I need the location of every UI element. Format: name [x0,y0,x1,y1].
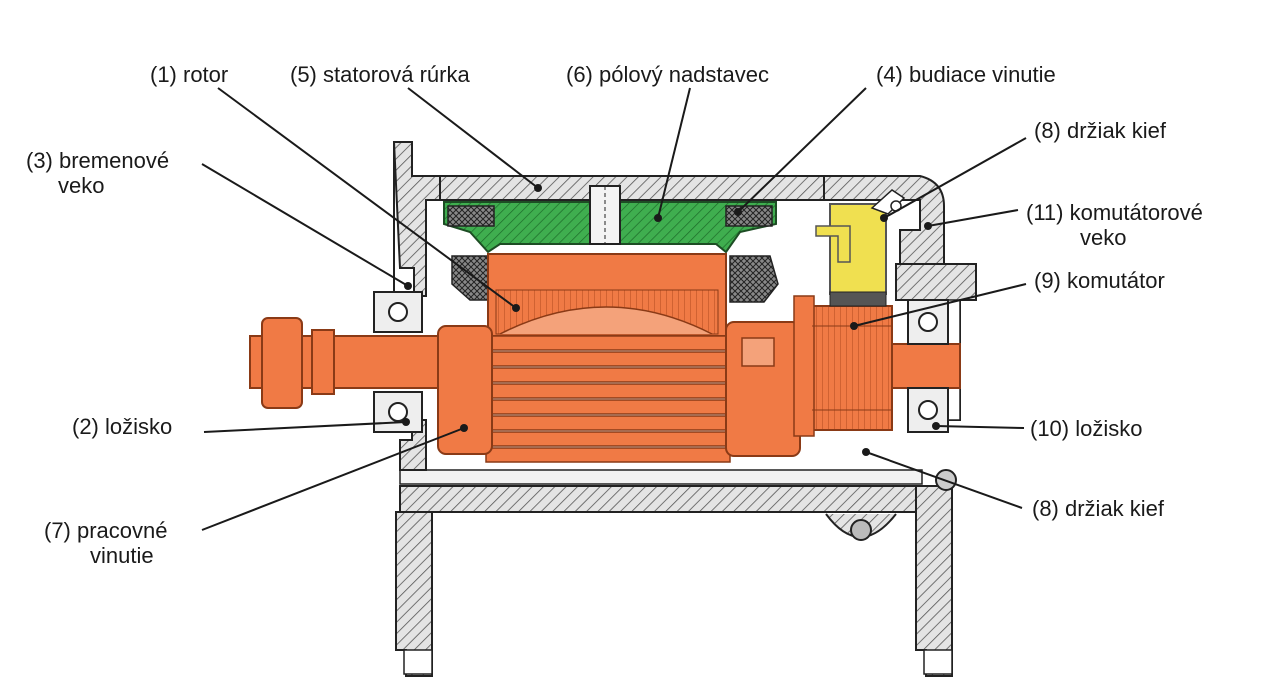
field-winding-left [447,205,495,227]
leader-pole-shoe [657,87,691,219]
label-brush-holder-bottom: (8) držiak kief [1032,496,1164,521]
label-pole-shoe: (6) pólový nadstavec [566,62,769,87]
label-rotor: (1) rotor [150,62,228,87]
right-foot [915,485,953,677]
leader-dots [402,184,940,456]
label-working-winding-line2: vinutie [90,543,154,568]
bearing-right [907,299,949,433]
label-commutator-cover-line2: veko [1080,225,1127,250]
leader-brush-holder-bottom [865,451,1023,509]
leader-brush-holder-top [883,137,1027,219]
label-commutator: (9) komutátor [1034,268,1165,293]
leader-bearing-right [935,425,1025,429]
bearing-left [373,291,423,433]
label-load-cover: (3) bremenové veko [26,148,169,198]
field-winding-right-lower [729,255,779,303]
leader-lines [201,87,1027,531]
label-commutator-text: (9) komutátor [1034,268,1165,293]
brush-holder [815,189,906,307]
label-bearing-left-text: (2) ložisko [72,414,173,439]
label-bearing-left: (2) ložisko [72,414,172,439]
shaft-right [887,343,961,389]
leader-bearing-left [203,421,407,433]
label-brush-holder-top: (8) držiak kief [1034,118,1166,143]
label-field-winding: (4) budiace vinutie [876,62,1056,87]
load-end-cover [392,141,441,297]
housing [392,141,977,677]
label-working-winding: (7) pracovné vinutie [44,518,168,568]
stator-tube-top [435,175,825,201]
label-commutator-cover: (11) komutátorové veko [1026,200,1203,250]
field-winding-left-lower [451,255,491,301]
label-load-cover-line1: (3) bremenové [26,148,170,173]
leader-field-winding [737,87,867,213]
label-commutator-cover-line1: (11) komutátorové [1026,200,1203,225]
label-rotor-text: (1) rotor [150,62,229,87]
label-load-cover-line2: veko [58,173,105,198]
armature-bars [485,335,731,463]
label-field-winding-text: (4) budiace vinutie [876,62,1056,87]
working-winding-left [437,325,493,455]
label-stator-tube-text: (5) statorová rúrka [290,62,470,87]
label-bearing-right: (10) ložisko [1030,416,1142,441]
leader-commutator [853,283,1027,327]
stator-tube-bottom [399,485,923,513]
label-working-winding-line1: (7) pracovné [44,518,168,543]
label-pole-shoe-text: (6) pólový nadstavec [566,62,769,87]
label-brush-holder-bottom-text: (8) držiak kief [1032,496,1165,521]
leader-working-winding [201,427,465,531]
leader-commutator-cover [927,209,1019,227]
pole-assembly [443,185,779,303]
rotor-assembly [249,253,961,463]
leader-rotor [217,87,517,309]
commutator-end-cover [823,175,945,265]
label-bearing-right-text: (10) ložisko [1030,416,1143,441]
label-brush-holder-top-text: (8) držiak kief [1034,118,1167,143]
field-winding-right [725,205,773,227]
shaft-nut [261,317,303,409]
leader-load-cover [201,163,409,287]
leader-stator-tube [407,87,539,189]
label-stator-tube: (5) statorová rúrka [290,62,470,87]
